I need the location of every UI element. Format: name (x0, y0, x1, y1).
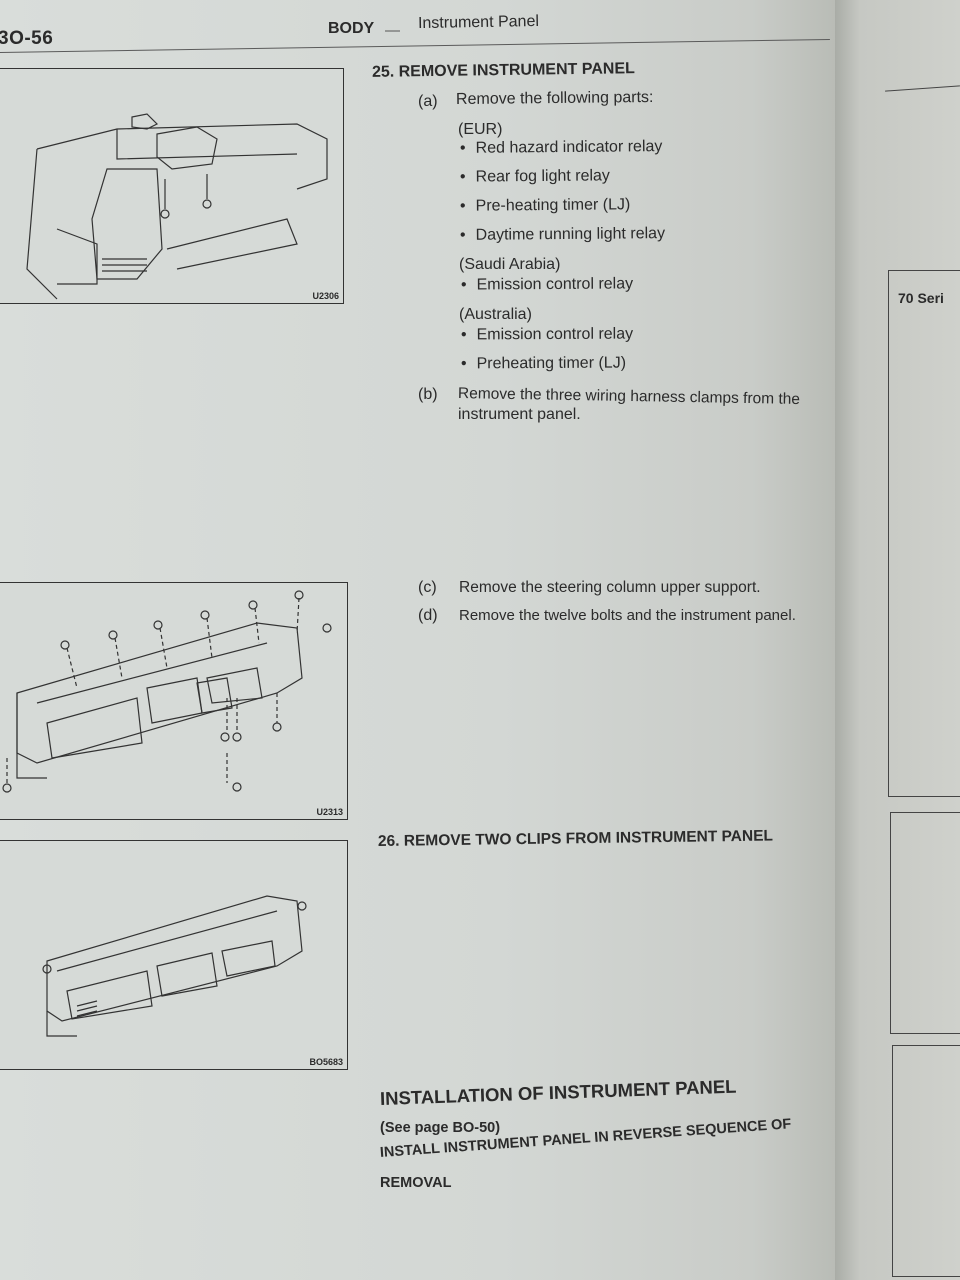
eur-item: Red hazard indicator relay (460, 138, 663, 158)
figure-code: U2306 (312, 291, 339, 301)
step-25-heading: 25. REMOVE INSTRUMENT PANEL (371, 60, 635, 81)
bolts-drawing (2, 590, 332, 793)
figure-bolts: U2313 (0, 582, 348, 820)
figure-code: BO5683 (309, 1057, 343, 1067)
saudi-item: Emission control relay (461, 275, 634, 294)
australia-item: Emission control relay (461, 326, 634, 345)
australia-label: (Australia) (459, 306, 532, 323)
adjacent-page-figure-frame (888, 270, 960, 797)
saudi-label: (Saudi Arabia) (459, 256, 561, 273)
adjacent-page (835, 0, 960, 1280)
page-title: Instrument Panel (417, 12, 540, 33)
figure-clips: BO5683 (0, 840, 348, 1070)
header-dash: — (385, 22, 400, 39)
figure-code: U2313 (316, 807, 343, 817)
step-25c-text: Remove the steering column upper support… (459, 579, 761, 596)
step-25a-text: Remove the following parts: (455, 88, 654, 109)
eur-item: Pre-heating timer (LJ) (460, 196, 631, 215)
eur-item: Daytime running light relay (460, 225, 666, 245)
clips-drawing (42, 895, 307, 1037)
australia-item: Preheating timer (LJ) (461, 355, 626, 374)
step-25b-label: (b) (418, 386, 438, 403)
step-25d-text: Remove the twelve bolts and the instrume… (459, 607, 796, 624)
figure-relay-location: U2306 (0, 68, 344, 304)
adjacent-page-figure-frame-2 (890, 812, 960, 1034)
eur-item: Rear fog light relay (460, 167, 610, 186)
install-instruction-line2: REMOVAL (380, 1175, 452, 1191)
step-25c-label: (c) (418, 579, 437, 596)
eur-label: (EUR) (458, 121, 503, 138)
adjacent-page-figure-frame-3 (892, 1045, 960, 1277)
relay-location-drawing (26, 113, 328, 300)
step-25a-label: (a) (418, 93, 438, 110)
adjacent-page-label: 70 Seri (898, 290, 944, 306)
step-25d-label: (d) (418, 607, 438, 624)
step-25b-text-line2: instrument panel. (458, 406, 581, 423)
page-number: 3O-56 (0, 28, 54, 49)
section-name: BODY (328, 20, 375, 37)
see-page-reference: (See page BO-50) (380, 1120, 501, 1136)
